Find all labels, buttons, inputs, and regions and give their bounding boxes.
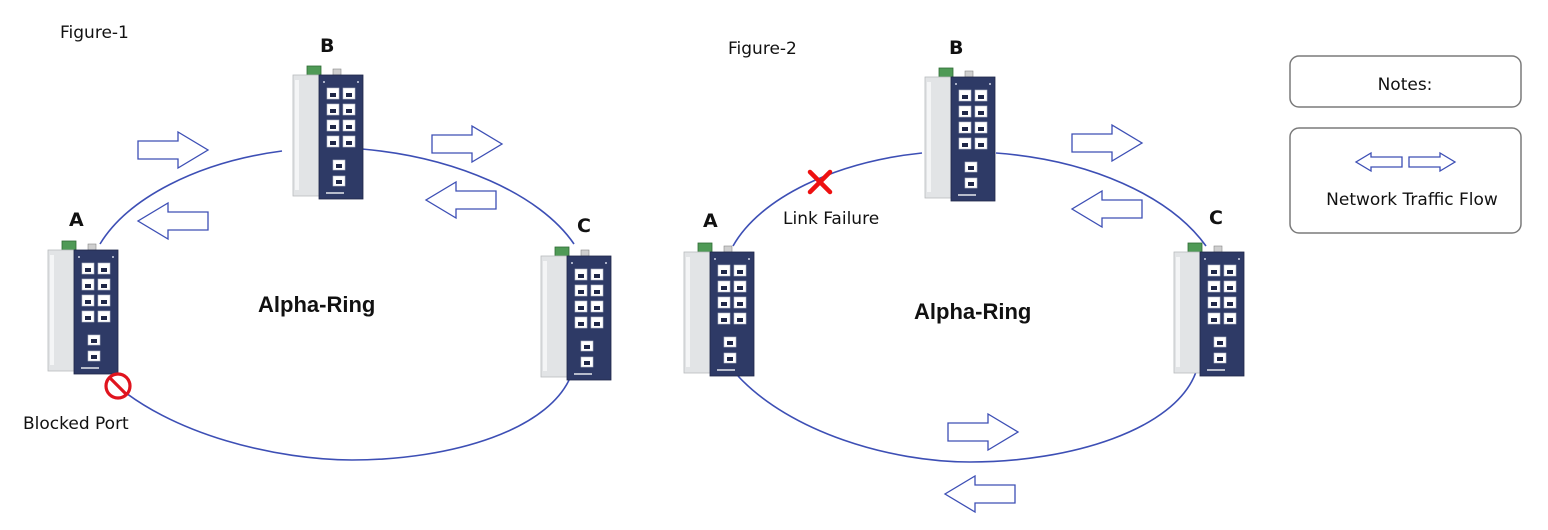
traffic-arrow-icon bbox=[947, 413, 1019, 451]
traffic-arrow-icon bbox=[431, 125, 503, 163]
node-b-label: B bbox=[320, 35, 334, 57]
figure-2: Figure-2 B A C Alpha-Ring Link Failure bbox=[683, 37, 1245, 513]
node-c-label: C bbox=[1209, 207, 1223, 229]
notes-legend-box bbox=[1289, 127, 1522, 234]
traffic-arrow-icon bbox=[1071, 124, 1143, 162]
switch-c-icon bbox=[1173, 242, 1245, 377]
legend-arrows-icon bbox=[1354, 151, 1457, 173]
node-c-label: C bbox=[577, 215, 591, 237]
legend-label: Network Traffic Flow bbox=[1326, 190, 1498, 210]
ring-link-b-c bbox=[995, 152, 1207, 247]
ring-link-a-b bbox=[99, 150, 283, 245]
link-failure-icon bbox=[807, 169, 833, 195]
notes-panel: Notes: Network Traffic Flow bbox=[1289, 55, 1522, 234]
notes-title-box bbox=[1289, 55, 1522, 108]
figure-1-label: Figure-1 bbox=[60, 23, 129, 43]
notes-title: Notes: bbox=[1378, 75, 1433, 95]
blocked-port-icon bbox=[104, 372, 132, 400]
node-b-label: B bbox=[949, 37, 963, 59]
node-a-label: A bbox=[703, 210, 718, 232]
ring-link-a-b bbox=[732, 152, 923, 247]
switch-b-icon bbox=[924, 67, 996, 202]
switch-c-icon bbox=[540, 246, 612, 381]
switch-a-icon bbox=[683, 242, 755, 377]
blocked-port-label: Blocked Port bbox=[23, 414, 129, 434]
switch-a-icon bbox=[47, 240, 119, 375]
ring-link-a-c bbox=[107, 369, 574, 461]
traffic-arrow-icon bbox=[425, 181, 497, 219]
switch-b-icon bbox=[292, 65, 364, 200]
figure-2-label: Figure-2 bbox=[728, 39, 797, 59]
traffic-arrow-icon bbox=[944, 475, 1016, 513]
traffic-arrow-icon bbox=[137, 202, 209, 240]
traffic-arrow-icon bbox=[137, 131, 209, 169]
ring-title: Alpha-Ring bbox=[914, 299, 1031, 324]
ring-link-a-c bbox=[737, 371, 1197, 463]
traffic-arrow-icon bbox=[1071, 190, 1143, 228]
link-failure-label: Link Failure bbox=[783, 209, 879, 229]
ring-title: Alpha-Ring bbox=[258, 292, 375, 317]
node-a-label: A bbox=[69, 209, 84, 231]
ring-link-b-c bbox=[361, 148, 575, 245]
figure-1: Figure-1 B A C Alpha-Ring Blocked Port bbox=[23, 23, 612, 461]
